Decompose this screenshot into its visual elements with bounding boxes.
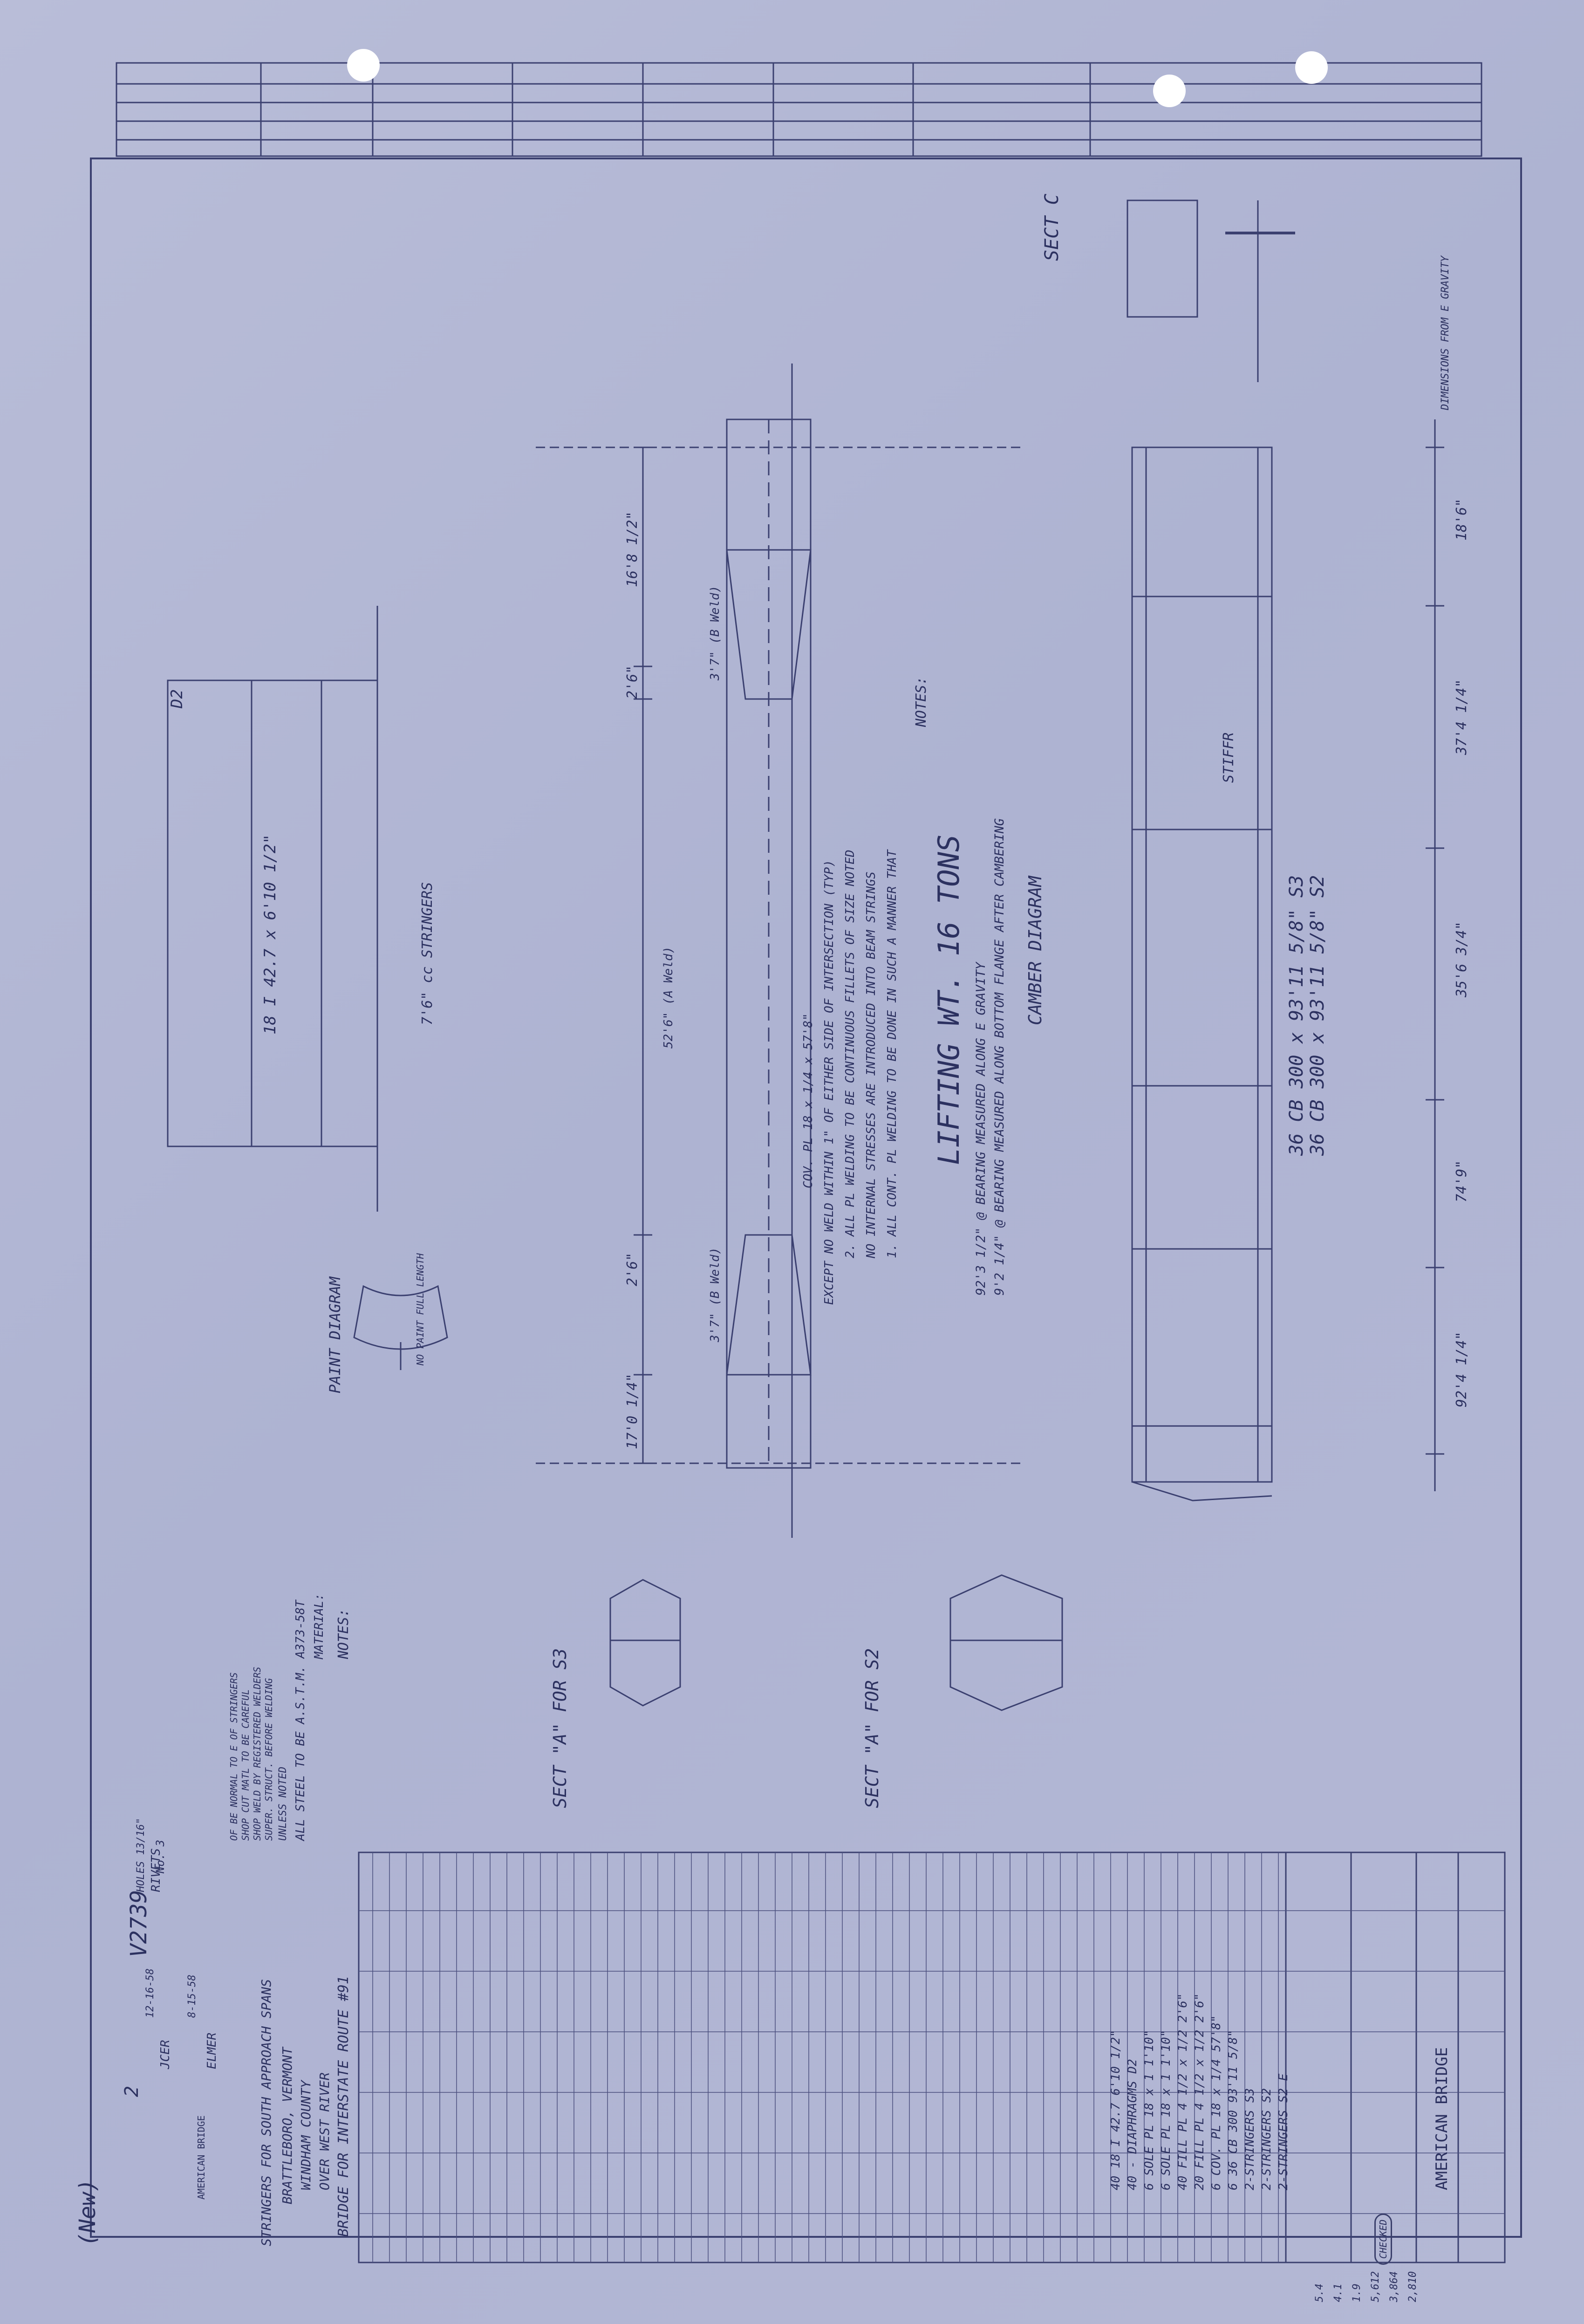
bom-weight: 4.1 [1332,2283,1344,2302]
note-2: 2. ALL PL WELDING TO BE CONTINUOUS FILLE… [843,850,857,1258]
camber-note-1: 9'2 1/4" @ BEARING MEASURED ALONG BOTTOM… [992,818,1007,1296]
cov-plate-ref: COV. PL 18 x 1/4 x 57'8" [801,1013,815,1188]
dim-cov-1: 2'6" [624,665,641,699]
sect-c-label: SECT C [1041,193,1063,261]
bom-row: 40 - DIAPHRAGMS D2 [1126,2059,1140,2190]
dim-cov-2: 3'7" (B Weld) [708,585,722,681]
punch-hole [347,49,380,82]
date-1: 8-15-58 [186,1974,198,2018]
order-number: No. 3 [154,1839,167,1873]
material-notes-title: NOTES: [335,1608,352,1659]
punch-hole [1153,75,1186,107]
bom-row: 2-STRINGERS S3 [1243,2088,1257,2190]
bom-row: 6 36 CB 300 93'11 5/8" [1226,2029,1240,2190]
drawing-number: V2739 [126,1890,152,1958]
note-1: 1. ALL CONT. PL WELDING TO BE DONE IN SU… [885,850,899,1258]
no-paint-label: NO PAINT FULL LENGTH [415,1253,426,1365]
punch-hole [1295,51,1328,84]
project-line-1: BRIDGE FOR INTERSTATE ROUTE #91 [335,1976,352,2237]
material-line-5: SHOP CUT MATL TO BE CAREFUL [240,1689,251,1841]
checked-by: JCER [158,2040,172,2069]
made-by: ELMER [205,2032,219,2069]
dim-top-0: 18'6" [1454,498,1470,541]
dim-top-3: 74'9" [1454,1160,1470,1202]
material-line-4: SHOP WELD BY REGISTERED WELDERS [252,1666,263,1841]
project-line-4: BRATTLEBORO, VERMONT [280,2047,295,2204]
project-line-3: WINDHAM COUNTY [298,2080,314,2190]
dimension-note: DIMENSIONS FROM E GRAVITY [1440,255,1451,410]
bom-row: 2-STRINGERS S2 [1260,2088,1274,2190]
dim-cov-0: 16'8 1/2" [624,511,641,587]
paint-diagram-label: PAINT DIAGRAM [326,1276,344,1393]
checked-stamp: CHECKED [1374,2213,1392,2265]
notes-title: NOTES: [913,676,929,727]
note-2b: EXCEPT NO WELD WITHIN 1" OF EITHER SIDE … [822,860,836,1305]
sect-a-s3-label: SECT "A" FOR S3 [550,1648,570,1808]
status-note: (New) [75,2179,101,2247]
dim-top-4: 92'4 1/4" [1454,1331,1470,1407]
lifting-weight: LIFTING WT. 16 TONS [932,834,966,1165]
bom-row: 2-STRINGERS S2 E [1277,2073,1290,2190]
bom-row: 20 FILL PL 4 1/2 x 1/2 2'6" [1193,1993,1207,2190]
sheet-number: 2 [121,2085,143,2097]
material-line-6: OF BE NORMAL TO E OF STRINGERS [228,1672,239,1841]
company-name: AMERICAN BRIDGE [1433,2047,1451,2190]
dim-top-1: 37'4 1/4" [1454,679,1470,755]
bom-row: 6 SOLE PL 18 x 1 1'10" [1142,2029,1156,2190]
material-line-1: ALL STEEL TO BE A.S.T.M. A373-58T [294,1600,307,1841]
note-1b: NO INTERNAL STRESSES ARE INTRODUCED INTO… [864,871,878,1258]
project-line-5: STRINGERS FOR SOUTH APPROACH SPANS [259,1979,274,2246]
material-line-3: SUPER. STRUCT. BEFORE WELDING [263,1678,274,1841]
bom-row: 6 SOLE PL 18 x 1 1'10" [1159,2029,1173,2190]
bom-weight: 2,810 [1407,2271,1419,2302]
bom-weight: 5.4 [1314,2283,1325,2302]
bom-weight: 1.9 [1351,2283,1363,2302]
beam-section-s3: 36 CB 300 x 93'11 5/8" S3 [1286,875,1307,1156]
material-heading: MATERIAL: [312,1593,326,1659]
camber-note-2: 92'3 1/2" @ BEARING MEASURED ALONG E GRA… [974,962,988,1296]
bom-weight: 3,864 [1388,2271,1400,2302]
dim-top-2: 35'6 3/4" [1454,921,1470,997]
dim-cov-5: 2'6" [624,1252,641,1286]
diaphragm-size: 18 I 42.7 x 6'10 1/2" [261,834,280,1035]
bom-row: 40 FILL PL 4 1/2 x 1/2 2'6" [1176,1993,1190,2190]
camber-title: CAMBER DIAGRAM [1025,876,1045,1025]
sect-a-s2-label: SECT "A" FOR S2 [862,1648,882,1808]
dim-cov-3: 52'6" (A Weld) [662,946,676,1049]
project-line-2: OVER WEST RIVER [317,2072,332,2190]
dim-cov-4: 3'7" (B Weld) [708,1247,722,1343]
bom-weight: 5,612 [1370,2271,1381,2302]
holes-label: HOLES 13/16" [135,1818,147,1892]
material-line-2: UNLESS NOTED [277,1767,289,1841]
diaphragm-spacing: 7'6" cc STRINGERS [419,882,436,1025]
beam-section-s2: 36 CB 300 x 93'11 5/8" S2 [1307,875,1328,1156]
bom-row: 6 COV. PL 18 x 1/4 57'8" [1209,2015,1223,2190]
date-2: 12-16-58 [144,1968,156,2018]
company-sub: AMERICAN BRIDGE [196,2115,207,2200]
bom-row: 40 18 I 42.7 6'10 1/2" [1109,2029,1123,2190]
diaphragm-label: D2 [168,689,186,708]
dim-cov-6: 17'0 1/4" [624,1373,641,1449]
stiffener-label: STIFFR [1221,732,1237,783]
